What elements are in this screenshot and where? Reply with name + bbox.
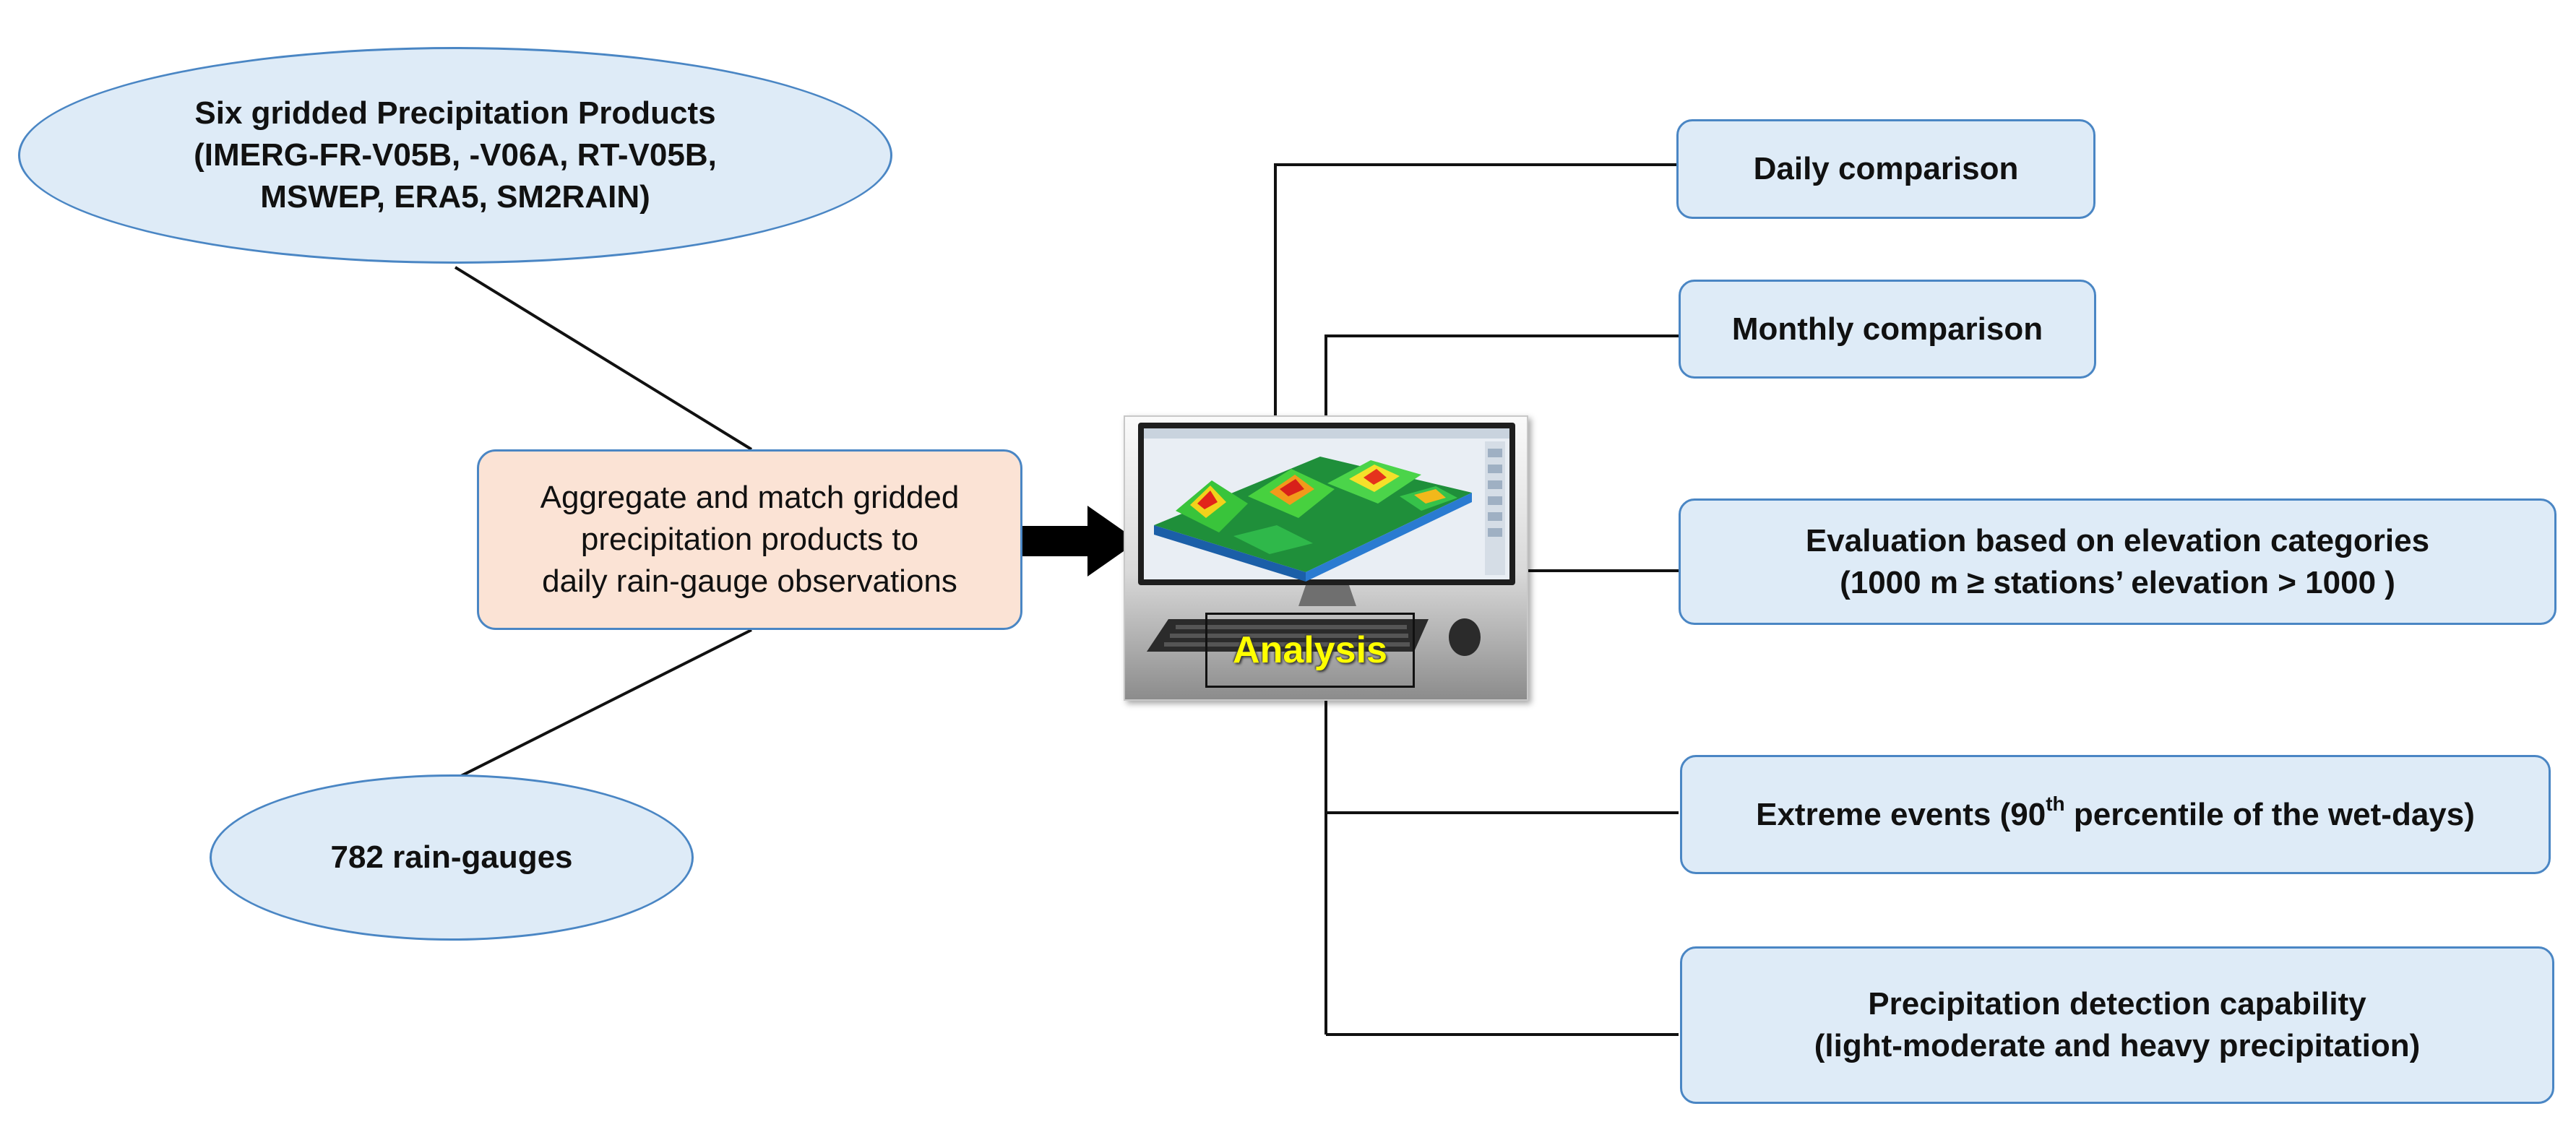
output-daily-comparison: Daily comparison	[1676, 119, 2095, 219]
analysis-label: Analysis	[1233, 629, 1387, 671]
products-line-1: Six gridded Precipitation Products	[194, 95, 716, 131]
process-line-1: Aggregate and match gridded	[540, 480, 960, 515]
connector-analysis-daily	[1274, 163, 1676, 426]
products-line-2: (IMERG-FR-V05B, -V06A, RT-V05B,	[194, 137, 717, 173]
aggregate-process-box: Aggregate and match gridded precipitatio…	[477, 449, 1022, 630]
output-extreme-label: Extreme events (90th percentile of the w…	[1756, 792, 2475, 836]
process-line-2: precipitation products to	[580, 522, 919, 557]
connector-analysis-monthly	[1324, 334, 1679, 426]
output-extreme-pre: Extreme events (90	[1756, 796, 2046, 832]
process-line-3: daily rain-gauge observations	[542, 564, 957, 599]
output-detection-capability: Precipitation detection capability (ligh…	[1680, 946, 2554, 1104]
analysis-label-box: Analysis	[1205, 613, 1415, 688]
computer-illustration	[1138, 423, 1515, 656]
output-elevation-line-1: Evaluation based on elevation categories	[1805, 522, 2430, 558]
output-monthly-label: Monthly comparison	[1731, 311, 2043, 347]
connector-products-process	[454, 266, 753, 451]
output-extreme-sup: th	[2046, 792, 2065, 815]
output-daily-label: Daily comparison	[1753, 151, 2019, 186]
output-elevation-evaluation: Evaluation based on elevation categories…	[1679, 498, 2556, 625]
products-ellipse: Six gridded Precipitation Products (IMER…	[18, 47, 892, 264]
gauges-label: 782 rain-gauges	[330, 839, 573, 875]
arrow-to-analysis	[1020, 506, 1138, 577]
analysis-computer-image	[1124, 415, 1528, 701]
gauges-ellipse: 782 rain-gauges	[210, 774, 694, 941]
output-extreme-post: percentile of the wet-days)	[2064, 796, 2475, 832]
products-line-3: MSWEP, ERA5, SM2RAIN)	[260, 179, 650, 215]
output-detection-line-2: (light-moderate and heavy precipitation)	[1814, 1028, 2421, 1063]
connector-gauges-process	[455, 629, 752, 780]
output-detection-line-1: Precipitation detection capability	[1868, 986, 2366, 1022]
output-elevation-line-2: (1000 m ≥ stations’ elevation > 1000 )	[1840, 564, 2395, 600]
output-extreme-events: Extreme events (90th percentile of the w…	[1680, 755, 2551, 874]
output-monthly-comparison: Monthly comparison	[1679, 280, 2096, 379]
